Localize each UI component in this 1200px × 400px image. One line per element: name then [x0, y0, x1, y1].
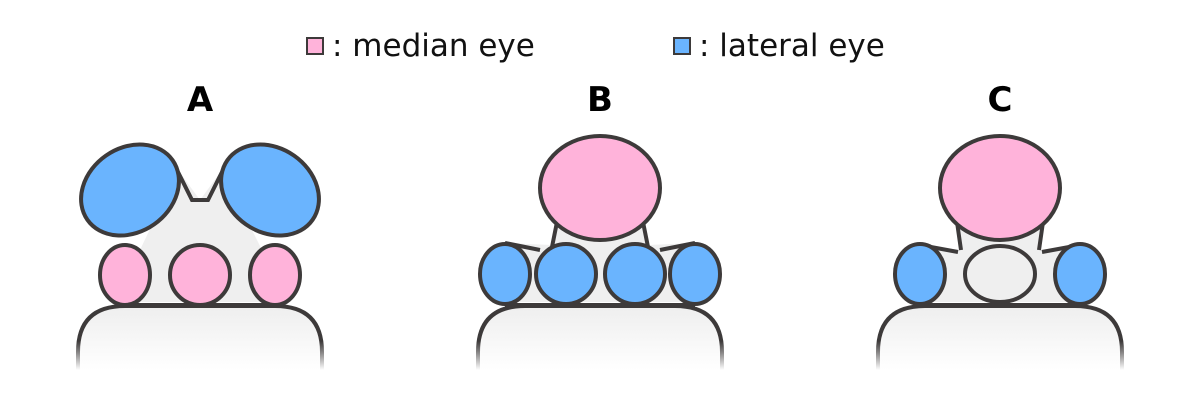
tissue-outline — [504, 221, 696, 252]
lateral-eye-1 — [893, 242, 947, 306]
legend: : median eye : lateral eye — [0, 28, 1200, 68]
panel-a — [76, 142, 324, 370]
median-eye-1 — [98, 243, 152, 307]
panel-c — [876, 134, 1124, 370]
legend-item-lateral: : lateral eye — [673, 28, 885, 64]
lateral-swatch-icon — [673, 37, 691, 55]
head-body — [878, 306, 1122, 370]
legend-item-median: : median eye — [306, 28, 535, 64]
head-body — [478, 306, 722, 370]
median-eye-2 — [168, 243, 232, 307]
lateral-eye-2 — [534, 242, 598, 306]
panel-b — [476, 134, 724, 370]
panel-label-c: C — [987, 80, 1013, 120]
panel-label-b: B — [587, 80, 613, 120]
lateral-eye-3 — [603, 242, 667, 306]
legend-label-lateral: : lateral eye — [699, 28, 885, 64]
lateral-eye-1 — [478, 242, 532, 306]
lateral-eye-4 — [668, 242, 722, 306]
median-eye-3 — [248, 243, 302, 307]
lateral-eye-right — [219, 142, 321, 238]
lateral-eye-3 — [1053, 242, 1107, 306]
median-eye — [538, 134, 662, 242]
tissue-outline — [176, 171, 224, 202]
median-eye — [938, 134, 1062, 242]
median-swatch-icon — [306, 37, 324, 55]
panel-label-a: A — [186, 80, 214, 120]
lateral-eye-left — [79, 142, 181, 238]
vestigial-eye — [963, 244, 1037, 304]
tissue-outline — [919, 221, 1081, 254]
legend-label-median: : median eye — [332, 28, 535, 64]
head-body — [78, 306, 322, 370]
